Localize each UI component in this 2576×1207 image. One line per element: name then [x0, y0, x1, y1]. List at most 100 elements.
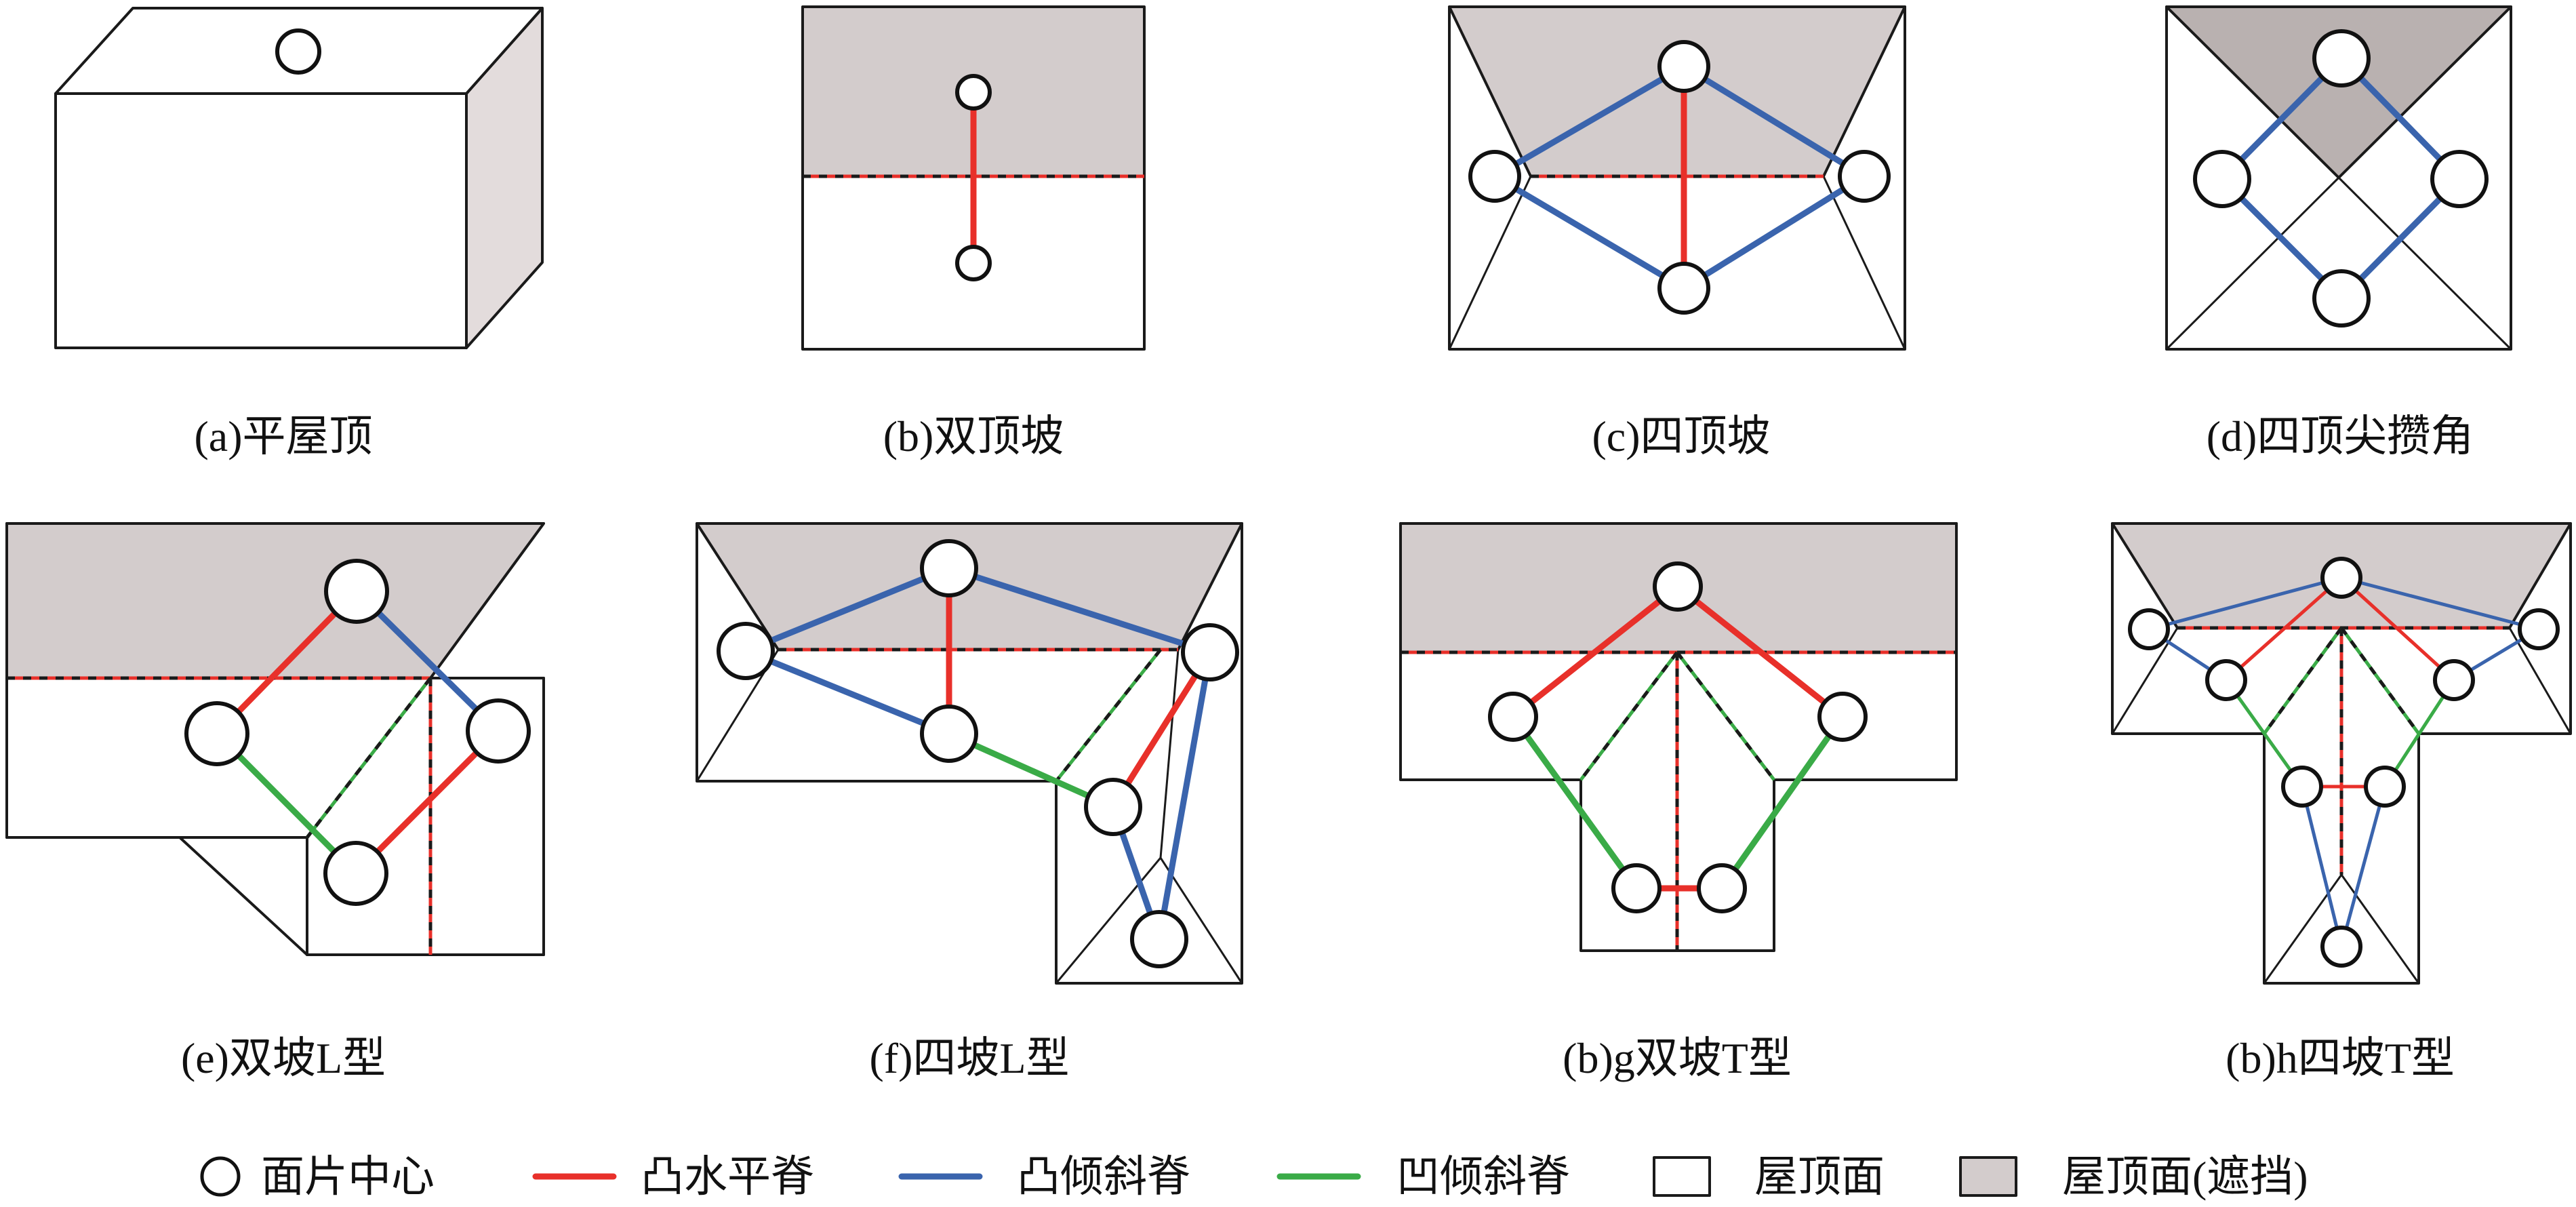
legend-item-occluded: 屋顶面(遮挡) — [1959, 1153, 2308, 1201]
face-center-node — [1657, 262, 1710, 315]
face-center-node — [324, 559, 389, 624]
face-center-node — [717, 622, 775, 680]
face-center-node — [2312, 29, 2371, 87]
legend-green-label: 凹倾斜脊 — [1396, 1153, 1570, 1201]
face-center-node — [2518, 608, 2560, 650]
hip-line — [1159, 649, 1180, 858]
occluded-face — [2165, 5, 2512, 179]
valley-line-dash — [2262, 627, 2343, 735]
hip-line — [2508, 627, 2572, 734]
convex-inclined-edge — [1156, 649, 1213, 943]
face-center-node — [2128, 608, 2170, 650]
face-center-node — [2193, 150, 2251, 208]
legend-red-label: 凸水平脊 — [641, 1153, 814, 1201]
convex-inclined-edge — [353, 588, 502, 734]
panel-h-t-hip-roof: (b)h四坡T型 — [2111, 522, 2572, 1082]
caption-c: (c)四顶坡 — [1592, 412, 1770, 460]
face-center-node — [955, 74, 992, 111]
face-center-node — [1468, 150, 1521, 203]
caption-b: (b)双顶坡 — [883, 412, 1064, 460]
convex-inclined-edge — [946, 565, 1213, 656]
concave-inclined-edge — [946, 730, 1116, 810]
face-center-node — [2320, 926, 2362, 968]
convex-inclined-edge — [742, 648, 952, 737]
convex-horizontal-edge — [2340, 576, 2455, 681]
convex-inclined-edge — [2148, 576, 2342, 631]
legend-occluded-label: 屋顶面(遮挡) — [2062, 1153, 2308, 1201]
caption-g: (b)g双坡T型 — [1563, 1034, 1792, 1082]
legend-node-label: 面片中心 — [261, 1153, 435, 1201]
legend-item-face: 屋顶面 — [1653, 1153, 1885, 1201]
convex-inclined-edge — [2339, 786, 2387, 947]
convex-horizontal-edge — [214, 588, 360, 737]
hip-line — [2165, 176, 2340, 351]
face-center-node — [955, 245, 992, 281]
panel-b-gable-roof: (b)双顶坡 — [801, 5, 1146, 460]
legend: 面片中心 凸水平脊 凸倾斜脊 凹倾斜脊 屋顶面 屋顶面(遮挡) — [200, 1153, 2308, 1201]
face-center-node — [184, 701, 249, 766]
face-center-node — [1838, 150, 1891, 203]
legend-item-green: 凹倾斜脊 — [1276, 1153, 1570, 1201]
concave-inclined-edge — [2224, 679, 2304, 788]
legend-item-red: 凸水平脊 — [532, 1153, 814, 1201]
valley-line-dash — [1676, 651, 1775, 781]
face-center-node — [1697, 863, 1747, 913]
convex-horizontal-edge — [2225, 576, 2343, 681]
panel-f-l-hip-roof: (f)四坡L型 — [696, 522, 1243, 1082]
face-center-node — [1181, 623, 1239, 681]
concave-inclined-edge — [1718, 713, 1846, 892]
hip-line — [2111, 627, 2179, 734]
panel-a-flat-roof: (a)平屋顶 — [54, 7, 544, 460]
convex-inclined-edge — [742, 565, 952, 654]
convex-horizontal-edge — [1510, 583, 1681, 720]
convex-horizontal-edge — [1674, 583, 1846, 720]
concave-inclined-edge — [214, 730, 359, 877]
valley-line-dash — [1055, 648, 1162, 783]
caption-a: (a)平屋顶 — [194, 412, 372, 460]
hip-line — [1822, 176, 1906, 350]
face-center-node — [2433, 659, 2475, 701]
face-center-node — [2312, 269, 2371, 328]
face-center-node — [920, 539, 978, 597]
face-center-node — [1084, 778, 1142, 836]
caption-h: (b)h四坡T型 — [2226, 1034, 2455, 1082]
face-center-node — [2430, 150, 2489, 208]
legend-node-swatch — [200, 1156, 241, 1197]
face-center-node — [466, 698, 531, 764]
face-center-node — [2364, 766, 2406, 808]
caption-f: (f)四坡L型 — [869, 1034, 1069, 1082]
hip-end-lines — [1055, 856, 1243, 984]
hip-line — [2337, 176, 2512, 351]
concave-inclined-edge — [2383, 679, 2456, 788]
convex-horizontal-edge — [1110, 649, 1213, 810]
occluded-face — [5, 522, 545, 679]
valley-line-dash — [306, 677, 432, 839]
convex-inclined-edge — [2300, 786, 2343, 947]
caption-d: (d)四顶尖攒角 — [2207, 412, 2474, 460]
box-front-face — [54, 92, 468, 349]
panel-g-t-gable-roof: (b)g双坡T型 — [1399, 522, 1958, 1082]
legend-face-label: 屋顶面 — [1754, 1153, 1885, 1201]
face-center-node — [920, 705, 978, 763]
face-center-node — [2281, 766, 2323, 808]
hip-line — [1448, 176, 1532, 350]
outline-edge — [429, 523, 545, 679]
face-center-node — [1611, 863, 1662, 913]
valley-line-dash — [1579, 651, 1678, 781]
legend-occluded-swatch — [1959, 1156, 2017, 1197]
face-center-node — [275, 28, 321, 75]
convex-horizontal-edge — [353, 728, 502, 877]
concave-inclined-edge — [1510, 713, 1640, 892]
face-center-node — [2320, 557, 2362, 599]
face-center-node — [1653, 561, 1703, 612]
face-center-node — [1817, 692, 1868, 742]
face-center-node — [1488, 692, 1538, 742]
caption-e: (e)双坡L型 — [181, 1034, 386, 1082]
legend-item-blue: 凸倾斜脊 — [898, 1153, 1190, 1201]
face-center-node — [2205, 659, 2247, 701]
panel-d-pyramid-roof: (d)四顶尖攒角 — [2165, 5, 2512, 460]
panel-e-l-gable-roof: (e)双坡L型 — [5, 522, 545, 1082]
face-center-node — [1657, 40, 1710, 93]
panel-c-hip-roof: (c)四顶坡 — [1448, 5, 1906, 460]
